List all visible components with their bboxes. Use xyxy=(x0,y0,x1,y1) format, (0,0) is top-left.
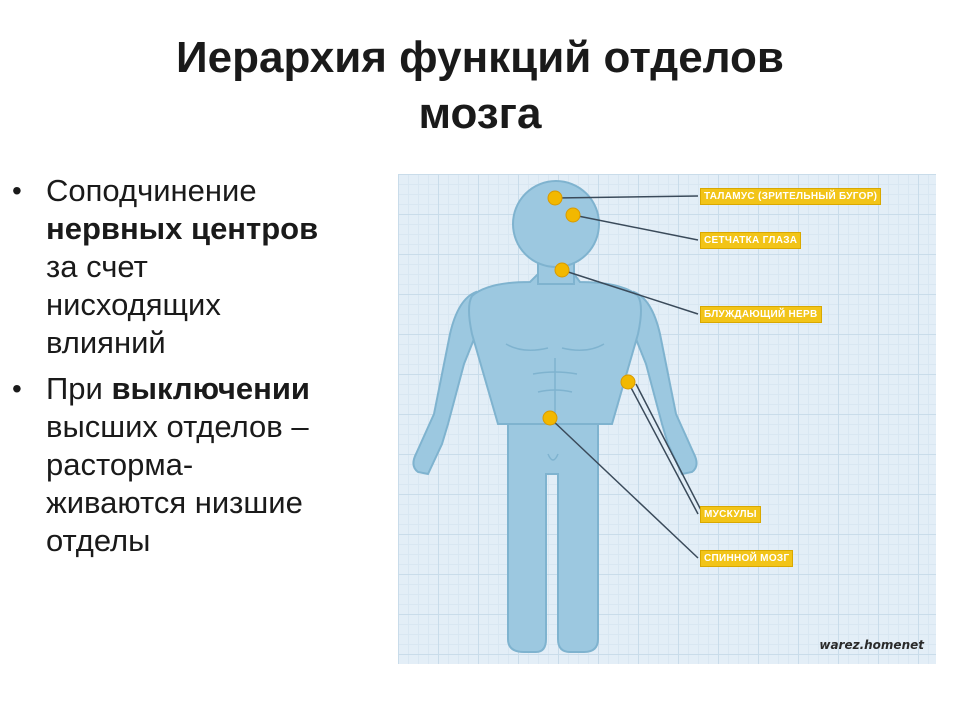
bullet-text: влияний xyxy=(46,325,166,360)
bullet-text-bold: выключении xyxy=(111,371,310,406)
label-muscles: МУСКУЛЫ xyxy=(700,506,761,523)
watermark: warez.homenet xyxy=(819,638,924,652)
body-diagram: ТАЛАМУС (ЗРИТЕЛЬНЫЙ БУГОР) СЕТЧАТКА ГЛАЗ… xyxy=(398,174,936,664)
marker-spinal-cord xyxy=(542,410,558,426)
bullet-text: Соподчинение xyxy=(46,173,257,208)
label-retina: СЕТЧАТКА ГЛАЗА xyxy=(700,232,802,249)
bullet-text: нисходящих xyxy=(46,287,221,322)
bullet-line: нервных центров xyxy=(46,210,380,248)
connector-spinal-cord xyxy=(549,417,699,559)
bullet-text: расторма- xyxy=(46,447,194,482)
connector-lines xyxy=(549,195,704,559)
marker-retina xyxy=(565,207,581,223)
bullet-text: высших отделов – xyxy=(46,409,309,444)
bullet-icon: • xyxy=(12,175,22,206)
bullet-line: живаются низшие xyxy=(46,484,380,522)
connector-retina xyxy=(572,214,699,241)
marker-points xyxy=(542,190,636,426)
bullet-text: за счет xyxy=(46,249,148,284)
marker-vagus xyxy=(554,262,570,278)
bullet-text-bold: нервных центров xyxy=(46,211,319,246)
marker-thalamus xyxy=(547,190,563,206)
bullet-line: Соподчинение xyxy=(46,172,380,210)
label-spinal-cord: СПИННОЙ МОЗГ xyxy=(700,550,794,567)
bullet-line: отделы xyxy=(46,522,380,560)
bullet-line: высших отделов – xyxy=(46,408,380,446)
label-vagus-nerve: БЛУЖДАЮЩИЙ НЕРВ xyxy=(700,306,822,323)
marker-muscles xyxy=(620,374,636,390)
connector-muscles-2 xyxy=(635,383,704,515)
human-figure xyxy=(412,180,698,653)
bullet-text: отделы xyxy=(46,523,151,558)
connector-thalamus xyxy=(554,195,699,199)
label-thalamus: ТАЛАМУС (ЗРИТЕЛЬНЫЙ БУГОР) xyxy=(700,188,882,205)
bullet-line: расторма- xyxy=(46,446,380,484)
bullet-icon: • xyxy=(12,373,22,404)
title-line-2: мозга xyxy=(418,89,542,138)
bullet-line: за счет xyxy=(46,248,380,286)
title-line-1: Иерархия функций отделов xyxy=(176,33,784,82)
connector-vagus xyxy=(561,269,699,315)
body-illustration xyxy=(412,180,704,653)
body-details xyxy=(505,343,605,461)
connector-muscles xyxy=(627,381,699,515)
bullet-line: При выключении xyxy=(46,370,380,408)
bullet-line: влияний xyxy=(46,324,380,362)
slide-title: Иерархия функций отделов мозга xyxy=(0,30,960,142)
bullet-text: живаются низшие xyxy=(46,485,303,520)
bullet-text: При xyxy=(46,371,112,406)
bullet-line: нисходящих xyxy=(46,286,380,324)
